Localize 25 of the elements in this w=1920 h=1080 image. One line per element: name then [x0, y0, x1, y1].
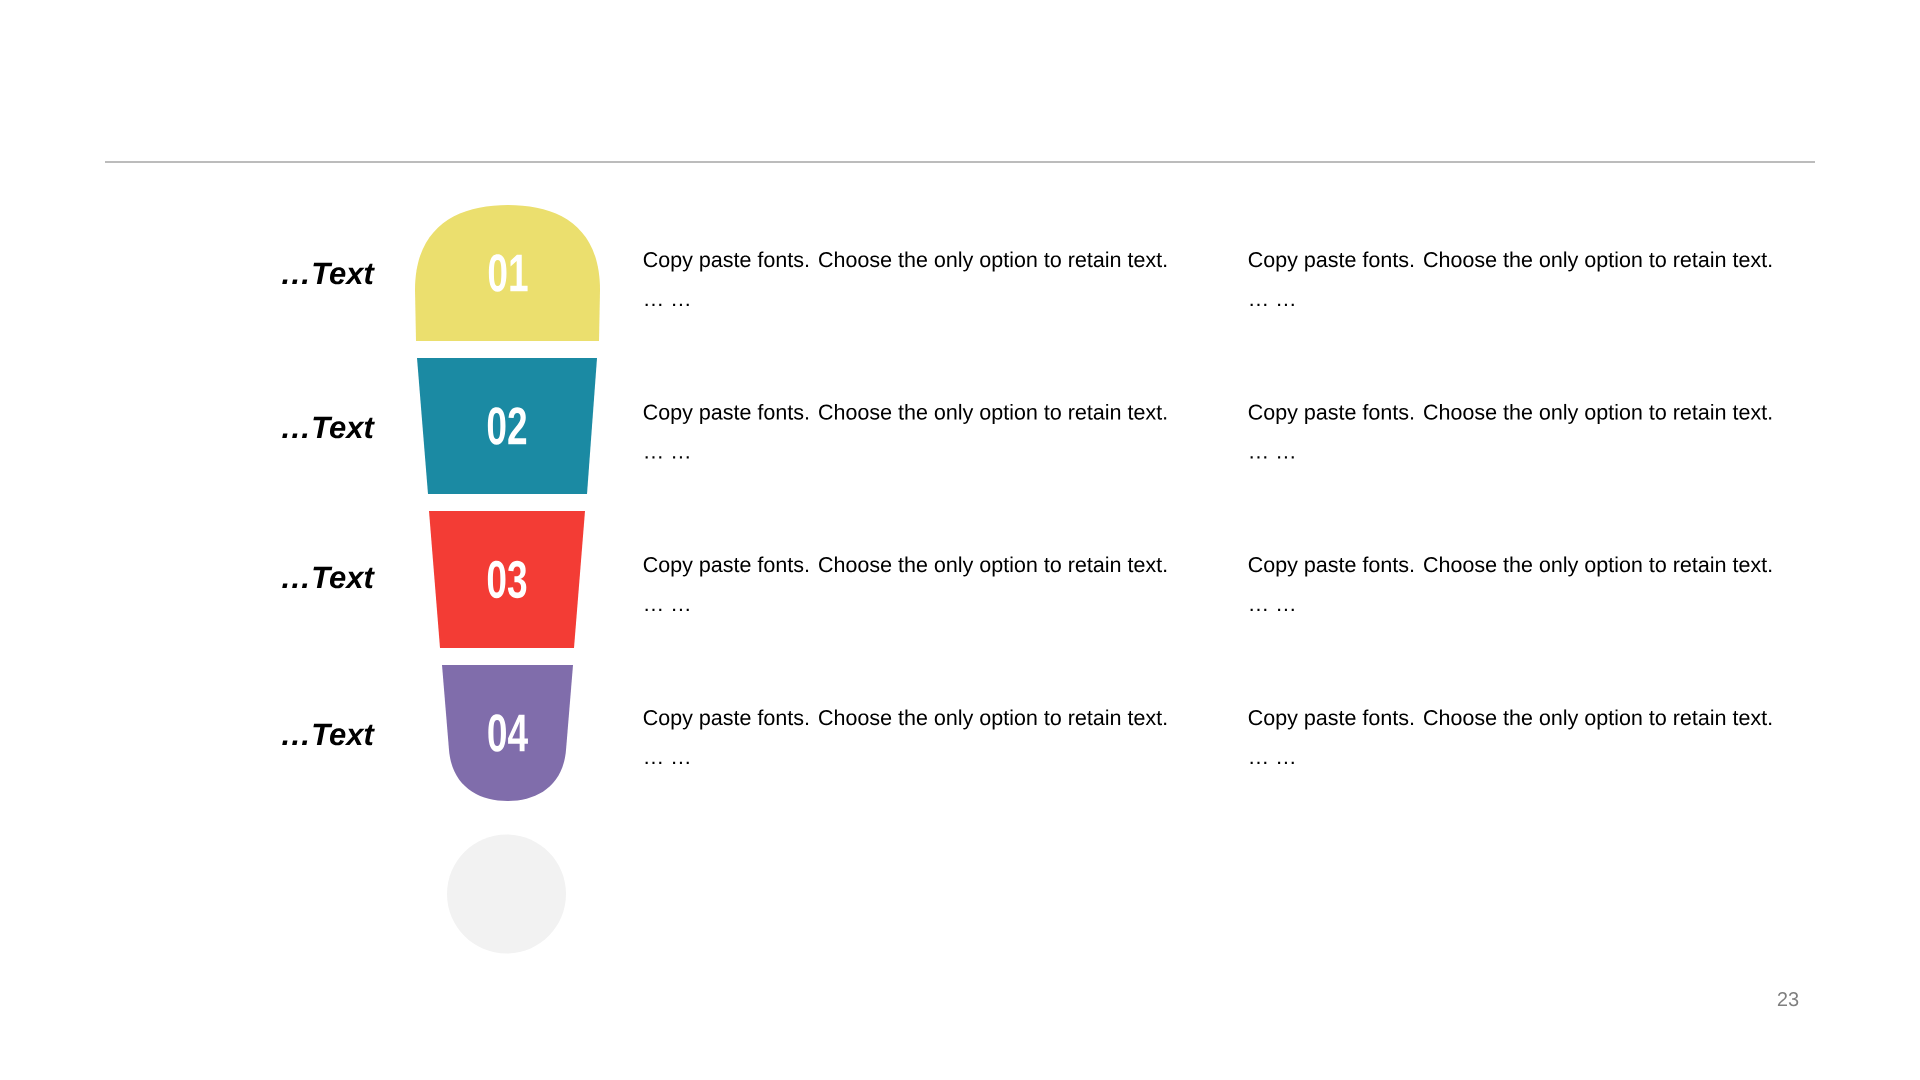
body-text: Copy paste fonts. Choose the only option to retain text.: [1248, 251, 1772, 272]
side-label: …Text: [282, 262, 375, 285]
ellipsis-text: … …: [645, 608, 689, 611]
ellipsis-text: … …: [1250, 761, 1294, 764]
numbered-block: 02: [417, 358, 597, 494]
ellipsis-text: … …: [1250, 456, 1294, 459]
ellipsis-text: … …: [645, 761, 689, 764]
body-text: Copy paste fonts. Choose the only option to retain text.: [643, 251, 1167, 272]
numbered-block: 03: [429, 511, 585, 648]
body-text: Copy paste fonts. Choose the only option to retain text.: [1248, 403, 1772, 424]
body-text: Copy paste fonts. Choose the only option to retain text.: [643, 556, 1167, 577]
side-label: …Text: [282, 723, 375, 746]
body-text: Copy paste fonts. Choose the only option to retain text.: [1248, 556, 1772, 577]
ellipsis-text: … …: [1250, 608, 1294, 611]
page-number: 23: [1777, 992, 1799, 1007]
side-label: …Text: [282, 416, 375, 439]
numbered-block: 04: [442, 665, 573, 801]
side-label: …Text: [282, 566, 375, 589]
body-text: Copy paste fonts. Choose the only option to retain text.: [643, 403, 1167, 424]
numbered-block: 01: [415, 205, 600, 341]
body-text: Copy paste fonts. Choose the only option to retain text.: [643, 709, 1167, 730]
ellipsis-text: … …: [1250, 303, 1294, 306]
body-text: Copy paste fonts. Choose the only option to retain text.: [1248, 709, 1772, 730]
ellipsis-text: … …: [645, 303, 689, 306]
ellipsis-text: … …: [645, 456, 689, 459]
